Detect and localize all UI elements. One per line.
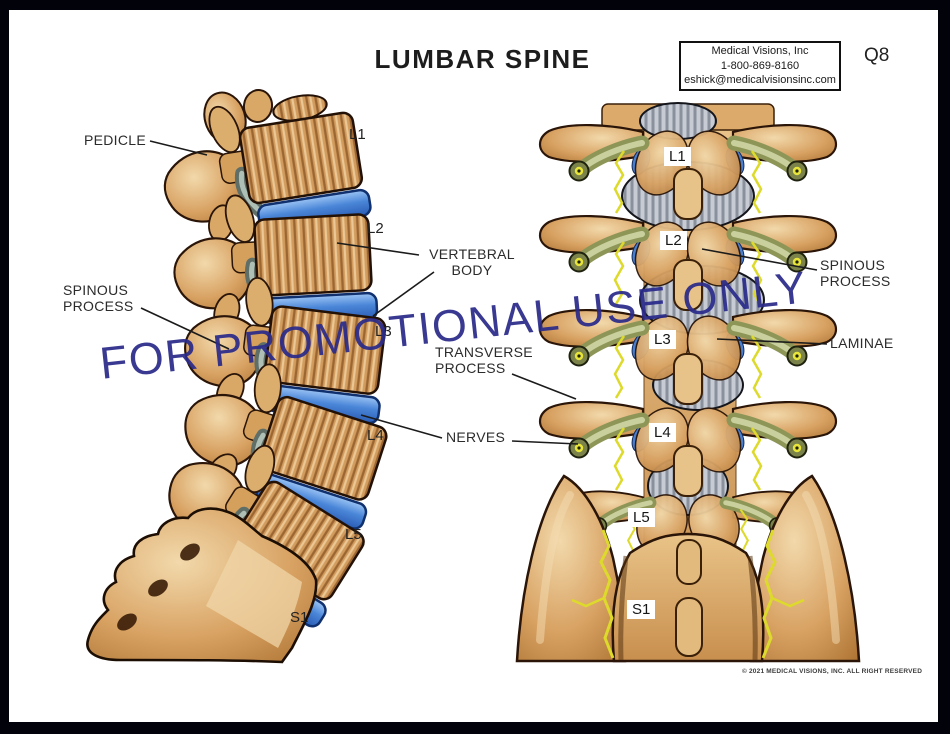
level-marker-lateral-l1: L1 [349,126,366,143]
page-title: LUMBAR SPINE [374,44,591,74]
label-spinous-process-posterior: SPINOUS PROCESS [820,257,891,289]
pelvis-posterior [515,474,861,663]
lateral-view-art [86,83,401,664]
level-marker-posterior-l1: L1 [664,147,691,166]
leader-lines [140,140,828,445]
copyright-notice: © 2021 MEDICAL VISIONS, INC. ALL RIGHT R… [742,668,923,675]
vendor-phone: 1-800-869-8160 [720,59,800,72]
level-marker-posterior-l5: L5 [628,508,655,527]
label-spinous-process-lateral: SPINOUS PROCESS [63,282,134,314]
vendor-email: eshick@medicalvisionsinc.com [684,74,836,86]
level-marker-lateral-l4: L4 [367,427,384,444]
vendor-stamp-box: Medical Visions, Inc 1-800-869-8160 eshi… [679,41,841,91]
level-marker-lateral-l3: L3 [375,323,392,340]
level-marker-posterior-l2: L2 [660,231,687,250]
label-pedicle: PEDICLE [84,132,147,148]
level-marker-lateral-s1: S1 [290,609,309,626]
label-laminae: LAMINAE [830,335,894,351]
level-marker-lateral-l5: L5 [345,526,362,543]
label-vertebral-body: VERTEBRAL BODY [429,246,515,278]
sacrum-lateral [86,507,318,664]
catalog-code: Q8 [864,45,890,66]
level-marker-posterior-s1: S1 [627,600,656,619]
level-marker-posterior-l3: L3 [649,330,676,349]
level-marker-posterior-l4: L4 [649,423,676,442]
vendor-company: Medical Visions, Inc [711,45,809,57]
label-nerves: NERVES [446,429,506,445]
label-transverse-process: TRANSVERSE PROCESS [435,344,533,376]
level-marker-lateral-l2: L2 [367,220,384,237]
